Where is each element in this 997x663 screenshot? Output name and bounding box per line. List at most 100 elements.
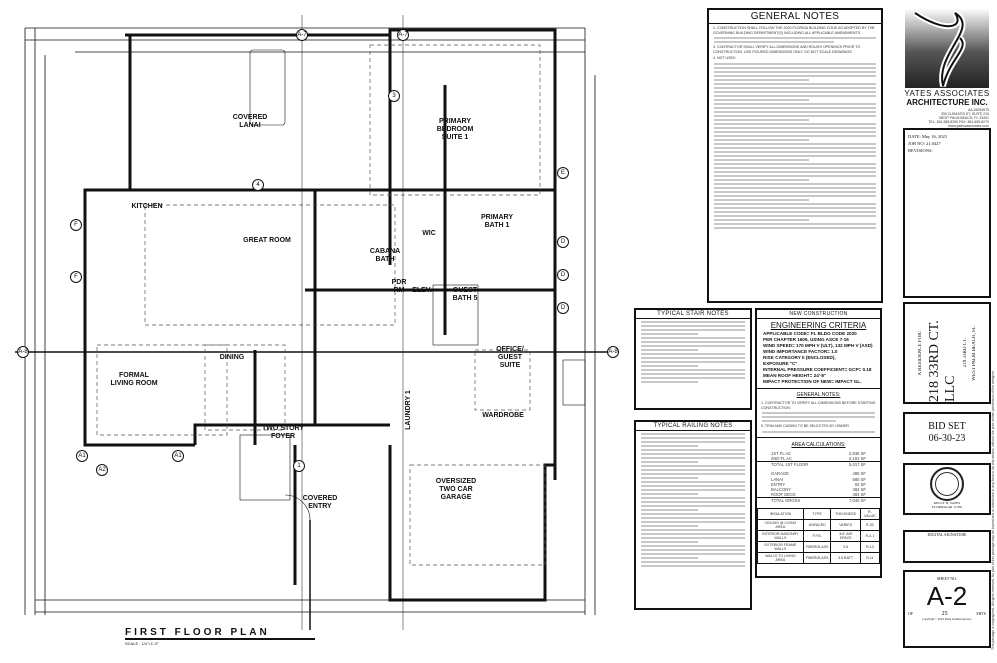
firm-address-line: TEL: 561.655.8290 FAX: 561.655.8270 xyxy=(928,120,989,124)
section-marker: A-7 xyxy=(296,29,308,41)
note-text-line xyxy=(714,178,809,181)
revisions-label: REVISIONS: xyxy=(908,148,933,153)
room-wardrobe: WARDROBE xyxy=(482,412,524,419)
note-text-line xyxy=(714,182,876,185)
note-text-line xyxy=(641,521,745,523)
area-label: 2ND FL AC xyxy=(771,455,793,461)
general-note: 4. NOT USED xyxy=(713,56,736,61)
note-text-line xyxy=(641,449,745,451)
note-text-line xyxy=(714,126,876,129)
room-elevator: ELEV. xyxy=(412,287,432,294)
area-value: 484 SF xyxy=(852,487,866,492)
note-text-line xyxy=(641,489,745,491)
room-pdr: PDR RM xyxy=(391,279,407,294)
engineering-criteria-line: INTERNAL PRESSURE COEFFICIENT= GCP= 0.18 xyxy=(763,367,872,372)
note-text-line xyxy=(714,162,876,165)
note-text-line xyxy=(641,377,745,379)
bid-set-label: BID SET xyxy=(928,421,966,432)
note-text-line xyxy=(641,493,698,495)
note-text-line xyxy=(641,341,745,343)
project-name: 218 33RD CT. LLC xyxy=(926,320,958,402)
seal-box: KELLY D. YATES FLORIDA AR 11706 xyxy=(903,463,991,515)
note-text-line xyxy=(714,86,876,89)
area-label: TOTAL 1ST FLOOR xyxy=(771,462,809,468)
note-text-line xyxy=(714,134,876,137)
plan-title-text: FIRST FLOOR PLAN xyxy=(125,627,315,640)
room-foyer: TWO STORY FOYER xyxy=(262,425,304,440)
date-label: DATE: xyxy=(908,134,921,139)
engineering-criteria-line: IMPACT PROTECTION OF NEW= IMPACT GL. xyxy=(763,379,862,384)
note-text-line xyxy=(641,353,745,355)
grid-bubble: 1 xyxy=(293,460,305,472)
note-text-line xyxy=(714,202,876,205)
job-label: JOB NO: xyxy=(908,141,925,146)
note-text-line xyxy=(641,509,698,511)
section-marker: A-8 xyxy=(607,346,619,358)
firm-address-line: AA 26000675 xyxy=(967,108,989,112)
note-text-line xyxy=(641,361,745,363)
grid-bubble: D xyxy=(557,236,569,248)
note-text-line xyxy=(714,166,876,169)
note-text-line xyxy=(641,513,745,515)
note-text-line xyxy=(714,82,876,85)
note-text-line xyxy=(714,74,876,77)
area-label: LANAI xyxy=(771,476,784,482)
grid-bubble: A2 xyxy=(96,464,108,476)
engineering-panel: NEW CONSTRUCTION ENGINEERING CRITERIA AP… xyxy=(755,308,882,578)
bid-set-box: BID SET 06-30-23 xyxy=(903,412,991,454)
note-text-line xyxy=(641,333,698,335)
insulation-cell: FIBERGLASS xyxy=(802,540,832,553)
room-dining: DINING xyxy=(219,354,245,361)
note-text-line xyxy=(641,325,745,327)
sheet-total: 25 xyxy=(941,611,948,617)
note-text-line xyxy=(641,357,745,359)
general-note: 1. CONSTRUCTION SHALL FOLLOW THE 2020 FL… xyxy=(713,26,875,35)
note-text-line xyxy=(641,465,745,467)
note-text-line xyxy=(641,321,745,323)
area-label: TOTAL GROSS xyxy=(771,498,801,504)
note-text-line xyxy=(714,102,876,105)
plan-scale: SCALE : 1/4"=1'-0" xyxy=(125,641,159,646)
grid-bubble: D xyxy=(557,269,569,281)
firm-address-line: 330 CLEMATIS ST, SUITE 210 xyxy=(940,112,989,116)
area-row: TOTAL GROSS 7,040 SF xyxy=(757,497,880,503)
area-row: BALCONY 484 SF xyxy=(757,487,880,492)
note-text-line xyxy=(641,441,745,443)
sheet-of: OF xyxy=(908,611,914,616)
insulation-header: INSULATION xyxy=(757,507,804,520)
area-label: BALCONY xyxy=(771,487,792,492)
area-value: 7,040 SF xyxy=(849,498,866,504)
title-block: YATES ASSOCIATES ARCHITECTURE INC. AA 26… xyxy=(903,5,991,655)
note-text-line xyxy=(714,130,876,133)
section-marker: A-8 xyxy=(17,346,29,358)
note-text-line xyxy=(714,206,876,209)
note-text-line xyxy=(714,62,876,65)
firm-address-line: www.yatesassociates.com xyxy=(948,124,989,128)
insulation-cell: EXTERIOR FRAME WALLS xyxy=(757,540,804,553)
firm-address-line: WEST PALM BEACH, FL 33401 xyxy=(939,116,989,120)
floor-plan: COVERED LANAI PRIMARY BEDROOM SUITE 1 KI… xyxy=(15,15,619,630)
grid-bubble: D xyxy=(557,302,569,314)
grid-bubble: F xyxy=(70,219,82,231)
bid-set-date: 06-30-23 xyxy=(928,433,966,444)
residence-for: A RESIDENCE FOR: xyxy=(917,330,923,376)
note-text-line xyxy=(714,78,809,81)
note-text-line xyxy=(641,349,698,351)
note-text-line xyxy=(714,90,876,93)
seal-name: KELLY D. YATES xyxy=(933,501,961,505)
insulation-cell: R-11 xyxy=(859,551,881,564)
note-text-line xyxy=(714,170,876,173)
project-box: A RESIDENCE FOR: 218 33RD CT. LLC 218 33… xyxy=(903,302,991,404)
area-label: 1ST FL AC xyxy=(771,450,792,456)
engineering-criteria-line: WIND IMPORTANCE FACTOR= 1.0 xyxy=(763,349,838,354)
room-kitchen: KITCHEN xyxy=(131,203,163,210)
engineering-title: ENGINEERING CRITERIA xyxy=(770,321,867,330)
note-text-line xyxy=(714,98,809,101)
note-text-line xyxy=(641,469,745,471)
